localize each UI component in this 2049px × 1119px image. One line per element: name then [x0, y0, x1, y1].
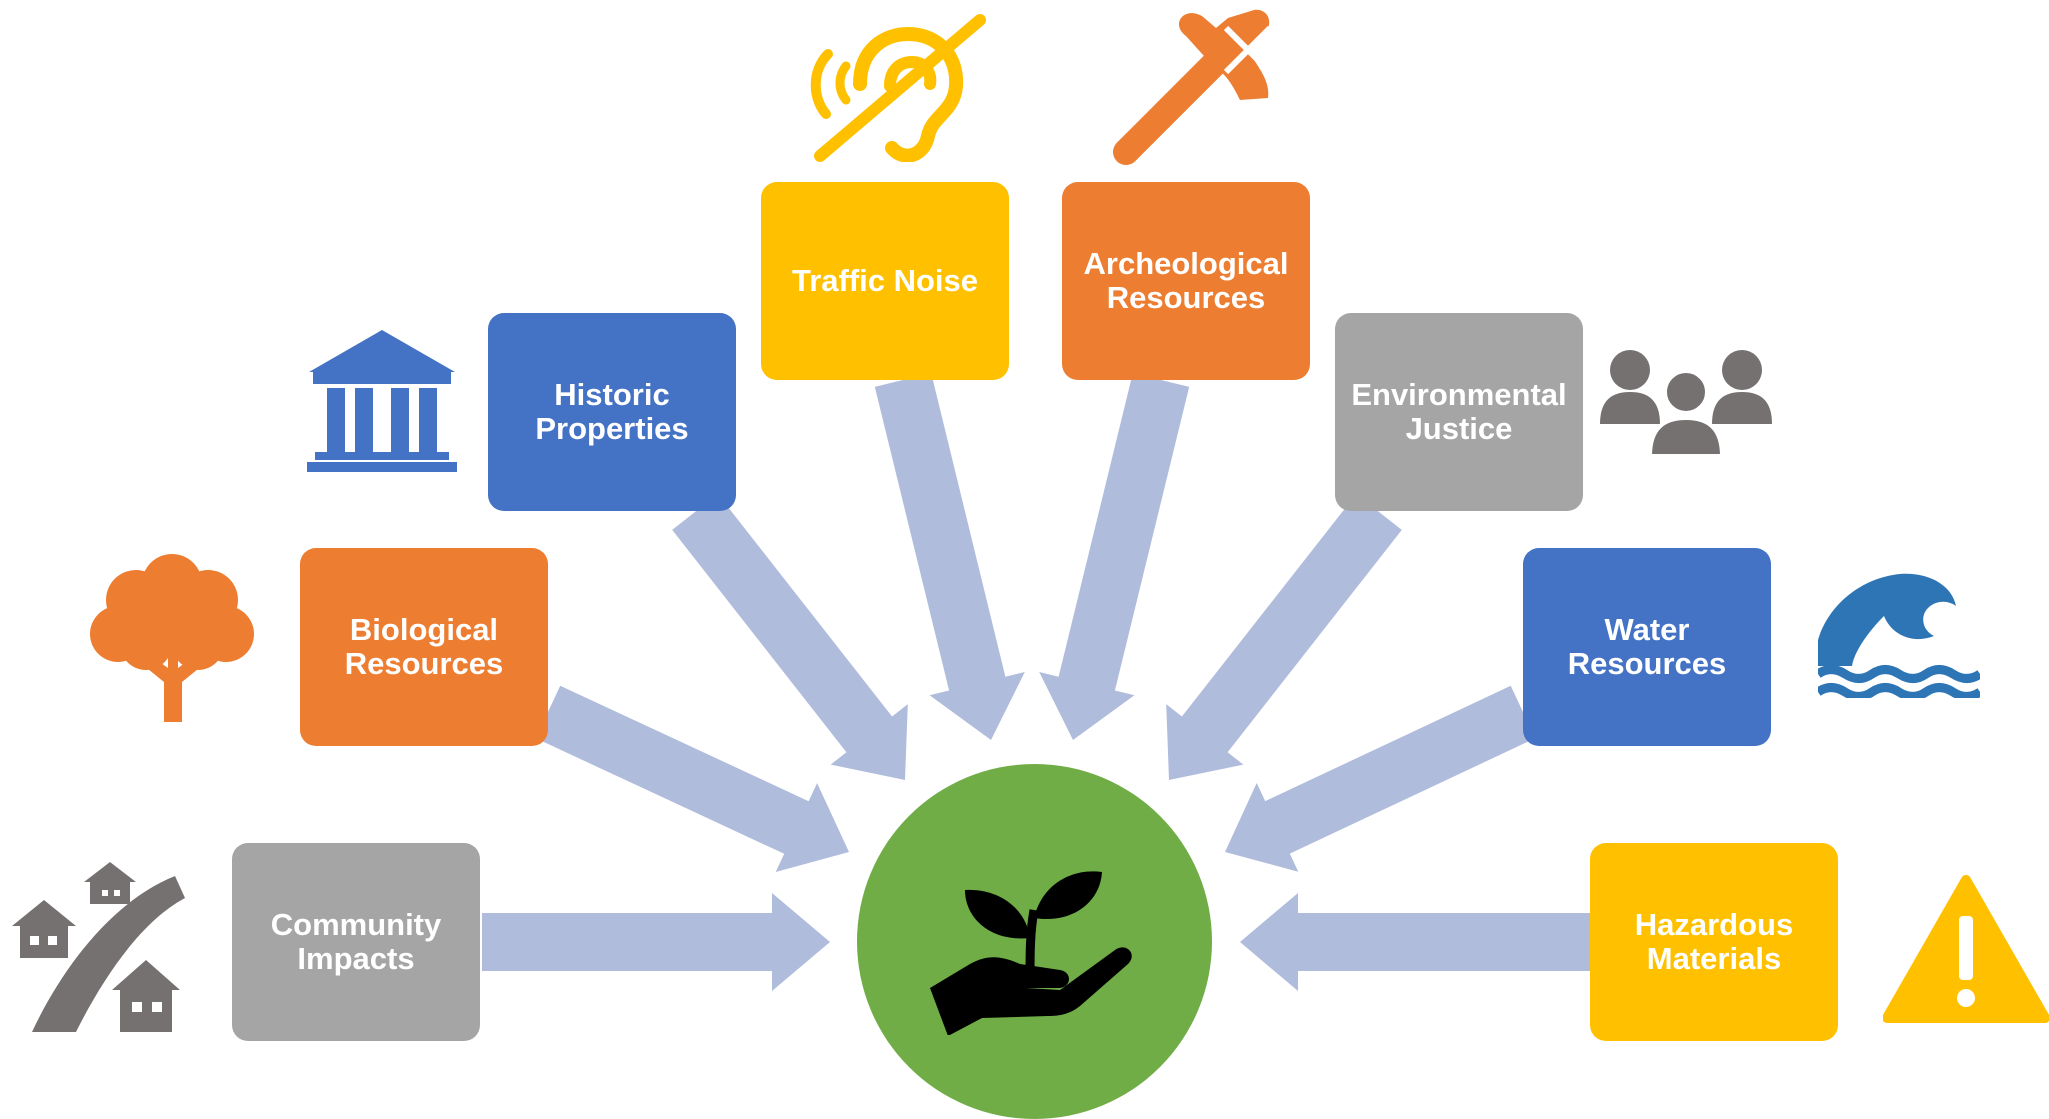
arrow-biological: [535, 685, 849, 872]
historic-properties-label: Historic Properties: [535, 377, 689, 446]
traffic-noise-box: Traffic Noise: [761, 182, 1009, 380]
houses-along-road-icon: [12, 862, 185, 1032]
community-impacts-label: Community Impacts: [270, 907, 442, 976]
historic-properties-box: Historic Properties: [488, 313, 736, 511]
classical-building-icon: [307, 330, 457, 472]
hazardous-materials-box: Hazardous Materials: [1590, 843, 1838, 1041]
water-resources-label: Water Resources: [1567, 612, 1727, 681]
hearing-disabled-icon: [810, 14, 986, 162]
traffic-noise-label: Traffic Noise: [791, 263, 979, 298]
tree-icon: [90, 554, 254, 722]
arrow-archeological: [1039, 373, 1190, 740]
hazardous-materials-label: Hazardous Materials: [1634, 907, 1794, 976]
community-impacts-box: Community Impacts: [232, 843, 480, 1041]
arrow-hazardous: [1240, 893, 1590, 991]
archeological-resources-box: Archeological Resources: [1062, 182, 1310, 380]
arrow-water: [1225, 685, 1536, 872]
pickaxe-icon: [1113, 9, 1273, 165]
archeological-resources-label: Archeological Resources: [1083, 246, 1289, 315]
arrow-environmental: [1166, 494, 1402, 780]
environmental-justice-label: Environmental Justice: [1351, 377, 1567, 446]
biological-resources-label: Biological Resources: [344, 612, 504, 681]
water-resources-box: Water Resources: [1523, 548, 1771, 746]
warning-icon: [1883, 875, 2049, 1023]
wave-icon: [1818, 573, 1980, 698]
group-of-people-icon: [1600, 350, 1772, 456]
environmental-justice-box: Environmental Justice: [1335, 313, 1583, 511]
arrow-community: [482, 893, 830, 991]
plant-in-hand-icon: [930, 871, 1132, 1035]
biological-resources-box: Biological Resources: [300, 548, 548, 746]
arrow-historic: [672, 494, 908, 780]
arrow-traffic-noise: [874, 373, 1025, 740]
